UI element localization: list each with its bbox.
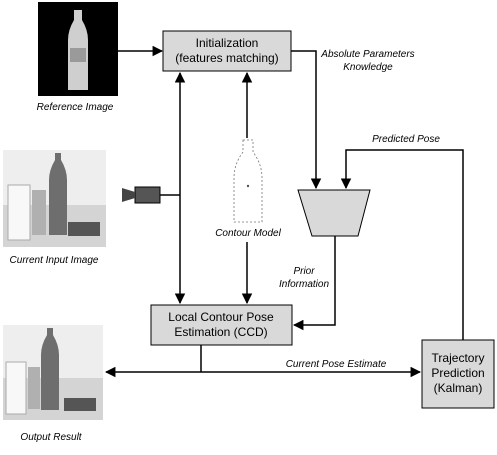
absolute-parameters-label-1: Absolute Parameters — [320, 49, 414, 60]
edge-init-to-combiner — [291, 50, 322, 190]
camera-icon — [122, 186, 161, 204]
prior-information-label-1: Prior — [293, 266, 315, 277]
prior-information-label-2: Information — [279, 279, 329, 290]
output-result-caption: Output Result — [20, 432, 82, 443]
initialization-title: Initialization — [196, 36, 259, 50]
reference-image-caption: Reference Image — [37, 102, 114, 113]
trajectory-box — [421, 339, 495, 409]
current-pose-estimate-label: Current Pose Estimate — [286, 359, 387, 370]
absolute-parameters-label-2: Knowledge — [343, 62, 393, 73]
initialization-subtitle: (features matching) — [175, 51, 278, 65]
trajectory-line-2: Prediction — [431, 366, 484, 380]
predicted-pose-label: Predicted Pose — [372, 134, 440, 145]
edge-prior-information — [292, 236, 336, 331]
local-contour-box — [150, 304, 293, 346]
local-contour-title: Local Contour Pose — [168, 310, 274, 324]
edge-predicted-pose — [340, 149, 464, 340]
current-input-image — [3, 150, 106, 247]
trajectory-line-3: (Kalman) — [434, 381, 483, 395]
output-result-image — [3, 325, 103, 420]
current-input-image-caption: Current Input Image — [10, 255, 99, 266]
contour-model-caption: Contour Model — [215, 228, 281, 239]
contour-model-shape — [233, 139, 263, 223]
local-contour-subtitle: Estimation (CCD) — [174, 325, 267, 339]
reference-image — [38, 2, 118, 96]
combiner-trapezoid — [297, 189, 371, 237]
trajectory-line-1: Trajectory — [432, 351, 485, 365]
